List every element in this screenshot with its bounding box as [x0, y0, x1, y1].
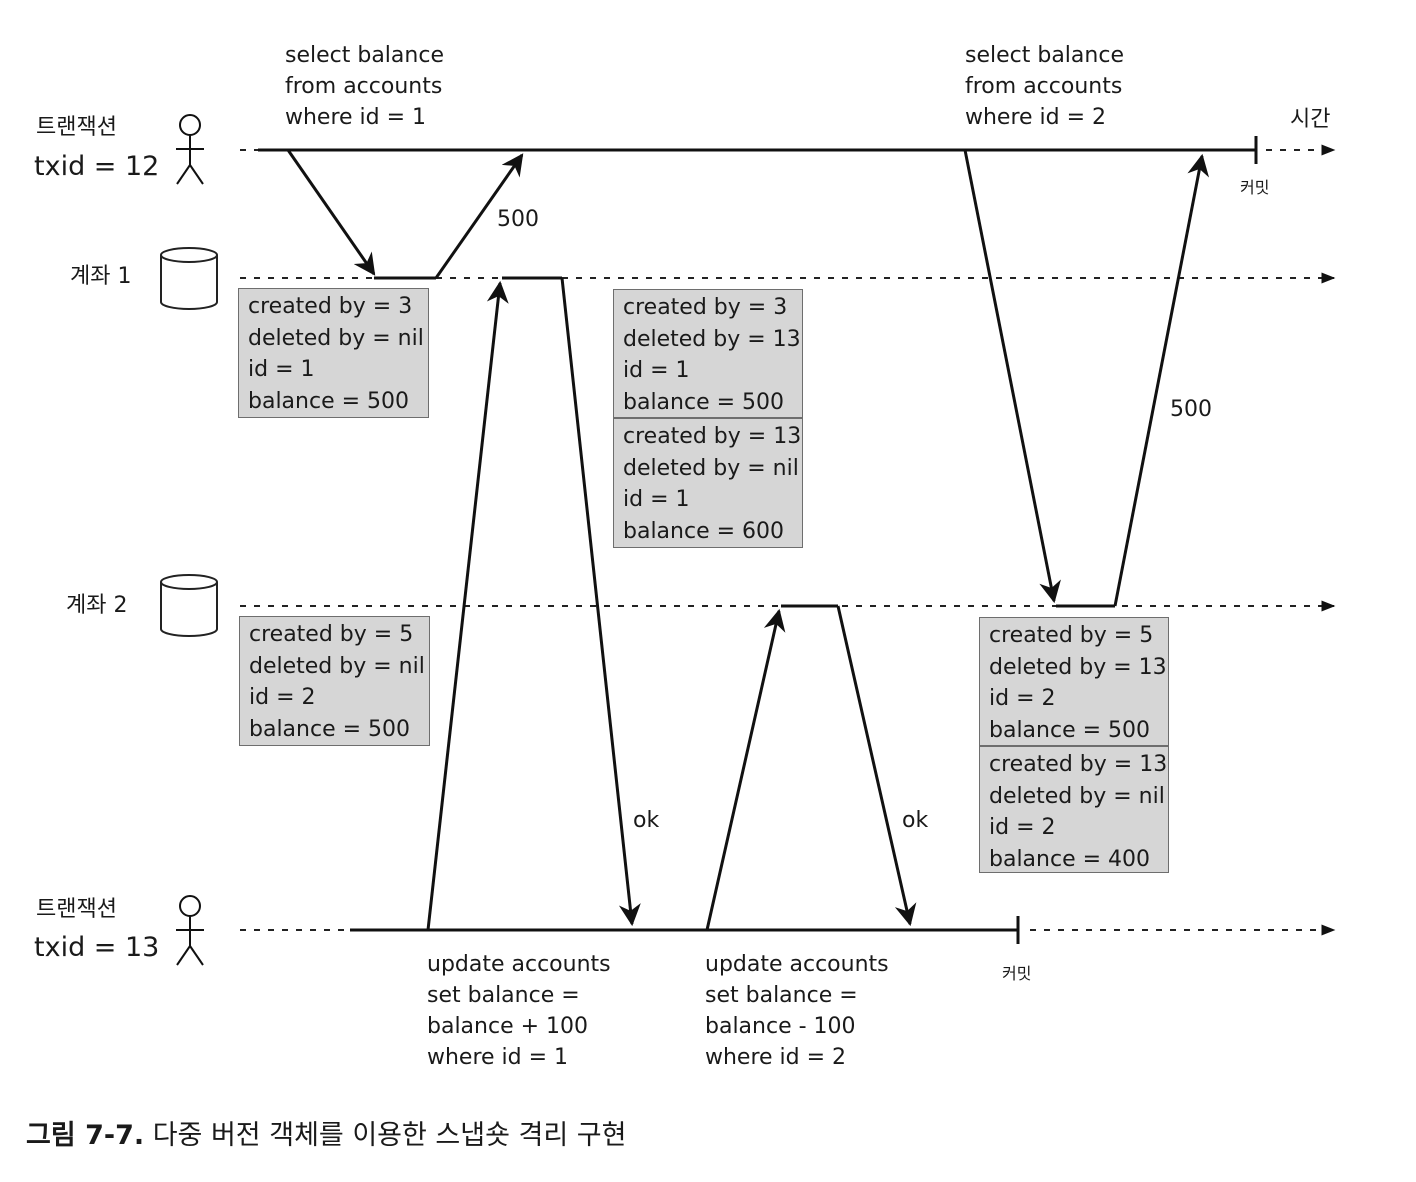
- database-icon: [160, 247, 218, 310]
- tx13-write-account2: [705, 604, 917, 931]
- time-label: 시간: [1290, 107, 1331, 132]
- tx13-update-account2: update accounts set balance = balance - …: [705, 949, 889, 1073]
- tx12-read-account1: [286, 149, 524, 280]
- tx12-commit-label: 커밋: [1240, 178, 1270, 197]
- person-icon: [176, 114, 204, 185]
- tx13-timeline: [240, 916, 1336, 944]
- row-field: deleted by = 13: [623, 326, 801, 352]
- row-version-a1-new: created by = 13 deleted by = nil id = 1 …: [613, 418, 803, 548]
- query-line: where id = 1: [427, 1045, 569, 1070]
- query-line: update accounts: [427, 952, 611, 977]
- query-line: where id = 1: [285, 105, 427, 130]
- tx12-query-account1: select balance from accounts where id = …: [285, 40, 444, 133]
- query-line: where id = 2: [705, 1045, 847, 1070]
- row-field: deleted by = nil: [249, 653, 425, 679]
- query-line: where id = 2: [965, 105, 1107, 130]
- tx12-read-account2: [963, 149, 1210, 608]
- row-field: balance = 500: [989, 717, 1151, 743]
- row-field: created by = 5: [249, 622, 414, 647]
- query-line: balance - 100: [705, 1014, 856, 1039]
- tx13-id: txid = 13: [34, 932, 160, 963]
- return-value-label: 500: [1170, 397, 1212, 422]
- row-field: id = 2: [989, 686, 1056, 711]
- row-field: created by = 13: [989, 752, 1168, 777]
- row-field: created by = 3: [248, 294, 413, 319]
- row-field: id = 1: [623, 358, 690, 383]
- row-field: deleted by = nil: [248, 325, 424, 351]
- tx13-label: 트랜잭션: [36, 897, 117, 922]
- person-icon: [176, 895, 204, 966]
- row-version-a2-initial: created by = 5 deleted by = nil id = 2 b…: [239, 616, 430, 746]
- query-line: balance + 100: [427, 1014, 589, 1039]
- row-field: deleted by = 13: [989, 654, 1167, 680]
- row-field: balance = 500: [623, 389, 785, 415]
- row-field: created by = 13: [623, 424, 802, 449]
- account2-label: 계좌 2: [66, 593, 128, 618]
- tx12-query-account2: select balance from accounts where id = …: [965, 40, 1124, 133]
- query-line: select balance: [965, 43, 1124, 68]
- database-icon: [160, 574, 218, 637]
- tx13-commit-label: 커밋: [1002, 964, 1032, 983]
- figure-caption-text: 다중 버전 객체를 이용한 스냅숏 격리 구현: [144, 1120, 627, 1151]
- query-line: update accounts: [705, 952, 889, 977]
- query-line: set balance =: [427, 983, 580, 1008]
- row-field: created by = 5: [989, 623, 1154, 648]
- query-line: from accounts: [965, 74, 1123, 99]
- tx13-write-account1: [426, 276, 641, 931]
- row-field: id = 2: [989, 815, 1056, 840]
- tx12-id: txid = 12: [34, 151, 160, 182]
- row-field: created by = 3: [623, 295, 788, 320]
- row-version-a2-old: created by = 5 deleted by = 13 id = 2 ba…: [979, 617, 1169, 746]
- row-version-a1-initial: created by = 3 deleted by = nil id = 1 b…: [238, 288, 429, 418]
- ok-label: ok: [633, 808, 660, 833]
- query-line: from accounts: [285, 74, 443, 99]
- account1-label: 계좌 1: [70, 264, 132, 289]
- row-field: id = 2: [249, 685, 316, 710]
- row-field: balance = 500: [249, 716, 411, 742]
- ok-label: ok: [902, 808, 929, 833]
- row-field: balance = 400: [989, 846, 1151, 872]
- row-version-a2-new: created by = 13 deleted by = nil id = 2 …: [979, 746, 1169, 873]
- row-field: balance = 600: [623, 518, 785, 544]
- row-version-a1-old: created by = 3 deleted by = 13 id = 1 ba…: [613, 289, 803, 418]
- row-field: deleted by = nil: [989, 783, 1165, 809]
- row-field: id = 1: [623, 487, 690, 512]
- row-field: balance = 500: [248, 388, 410, 414]
- figure-number: 그림 7-7.: [26, 1120, 145, 1151]
- tx12-timeline: [240, 136, 1336, 164]
- query-line: select balance: [285, 43, 444, 68]
- row-field: deleted by = nil: [623, 455, 799, 481]
- query-line: set balance =: [705, 983, 858, 1008]
- row-field: id = 1: [248, 357, 315, 382]
- tx13-update-account1: update accounts set balance = balance + …: [427, 949, 611, 1073]
- figure-caption: 그림 7-7. 다중 버전 객체를 이용한 스냅숏 격리 구현: [26, 1116, 626, 1156]
- return-value-label: 500: [497, 207, 539, 232]
- tx12-label: 트랜잭션: [36, 115, 117, 140]
